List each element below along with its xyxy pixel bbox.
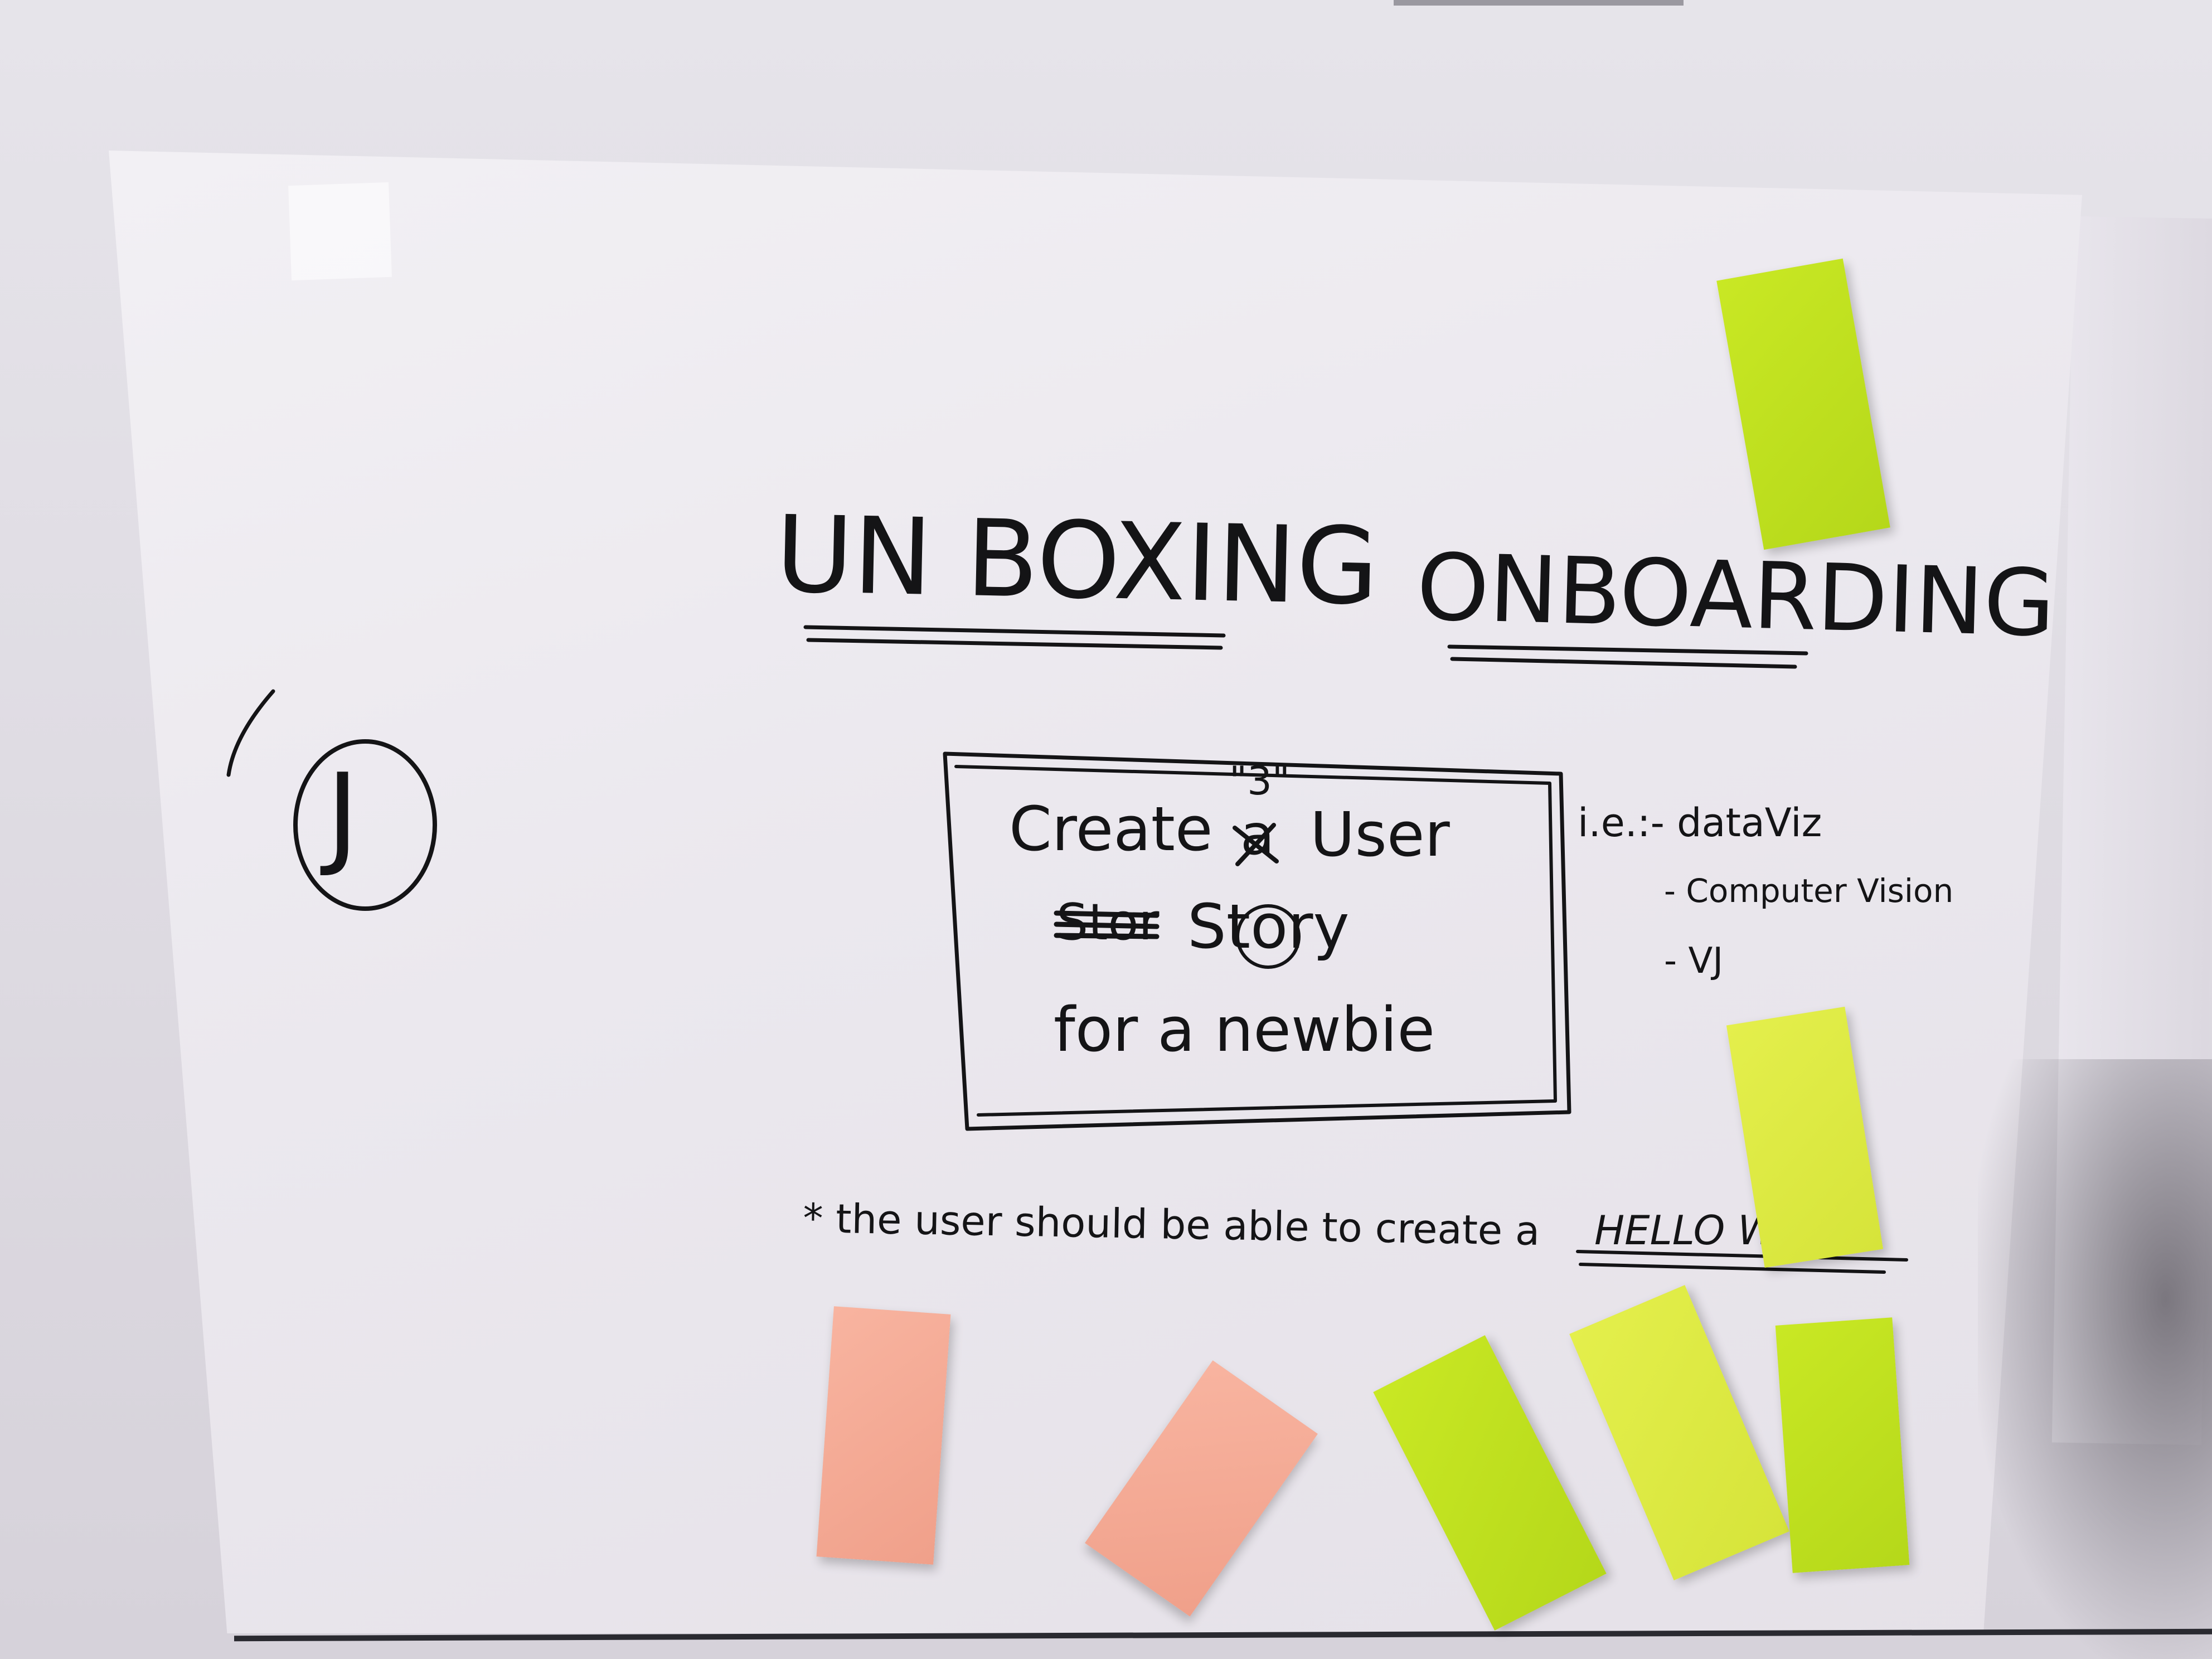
heading-unboxing: UN BOXING	[774, 493, 1380, 629]
story-box-outer	[943, 751, 1571, 1131]
strike-stor-3	[1054, 933, 1160, 939]
box-line1-crossed: a	[1240, 802, 1274, 867]
onboarding-underline-2	[1450, 657, 1797, 669]
story-circle-mark	[1236, 904, 1301, 969]
heading-onboarding: ONBOARDING	[1415, 533, 2056, 657]
box-line2-story: Story	[1187, 891, 1350, 962]
sticky-note-green-3[interactable]	[1775, 1317, 1910, 1573]
unboxing-underline-1	[803, 625, 1226, 638]
story-box-inner	[954, 765, 1557, 1117]
strike-stor-2	[1054, 921, 1160, 929]
strike-stor-1	[1054, 910, 1160, 918]
examples-item-2: - VJ	[1664, 940, 1723, 982]
box-line3-newbie: for a newbie	[1054, 994, 1435, 1065]
unboxing-underline-2	[806, 638, 1223, 650]
box-line1-user: User	[1310, 799, 1450, 870]
footnote-underline-2	[1579, 1263, 1886, 1274]
footnote-underline-1	[1576, 1250, 1908, 1262]
examples-item-1: - Computer Vision	[1664, 872, 1953, 910]
box-line2-crossed: Stor	[1056, 893, 1159, 952]
quote-three: "3"	[1229, 758, 1290, 804]
wall-shadow	[1978, 1059, 2212, 1659]
top-strip	[1394, 0, 1684, 6]
onboarding-underline-1	[1447, 644, 1808, 656]
marker-tail	[226, 689, 275, 777]
strike-a-2	[1235, 823, 1276, 866]
examples-intro: i.e.:- dataViz	[1578, 800, 1822, 846]
sticky-note-pink-1[interactable]	[816, 1306, 951, 1565]
marker-label: J	[320, 750, 359, 880]
box-line1-create: Create	[1009, 793, 1213, 865]
marker-circle	[293, 739, 437, 911]
footnote-text: * the user should be able to create a	[803, 1195, 1540, 1254]
